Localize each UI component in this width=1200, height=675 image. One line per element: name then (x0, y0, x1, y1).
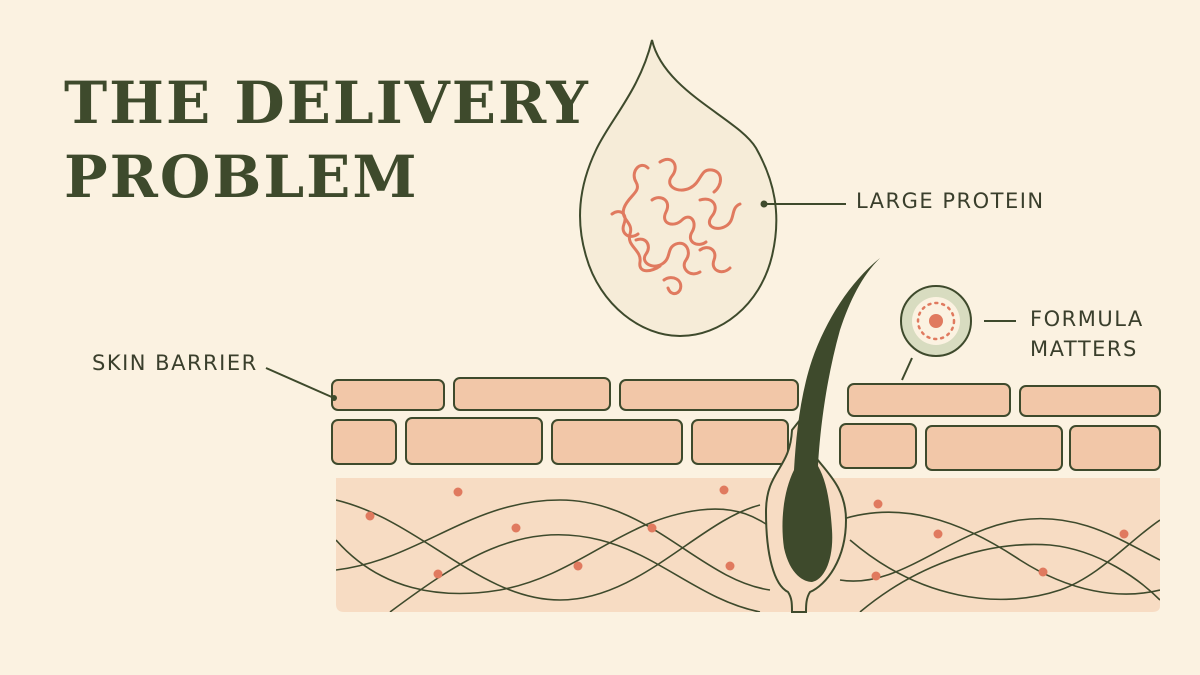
skin-cell (619, 379, 799, 411)
formula-label-line-2: MATTERS (1030, 337, 1138, 361)
skin-cell (1019, 385, 1161, 417)
skin-cell (691, 419, 789, 465)
page-title: THE DELIVERY PROBLEM (64, 66, 590, 214)
formula-matters-label: FORMULA MATTERS (1030, 304, 1144, 364)
dermis-cell-dot (725, 561, 735, 571)
skin-cell (847, 383, 1011, 417)
dermis-cell-dot (433, 569, 443, 579)
skin-barrier-label: SKIN BARRIER (92, 351, 258, 375)
skin-cell (331, 379, 445, 411)
dermis-cell-dot (1119, 529, 1129, 539)
skin-cell (839, 423, 917, 469)
dermis-cell-dot (573, 561, 583, 571)
skin-cell (551, 419, 683, 465)
dermis-cell-dot (719, 485, 729, 495)
dermis-cell-dot (933, 529, 943, 539)
dermis-cell-dot (1038, 567, 1048, 577)
hair-shaft (782, 258, 880, 582)
skin-cell (405, 417, 543, 465)
droplet (579, 39, 846, 338)
hair-follicle (764, 258, 880, 613)
title-line-1: THE DELIVERY (64, 69, 590, 137)
protein-squiggle (610, 157, 742, 296)
dermis-cell-dot (511, 523, 521, 533)
formula-label-line-1: FORMULA (1030, 307, 1144, 331)
dermis-layer (336, 478, 1160, 612)
skin-cell (1069, 425, 1161, 471)
dermis-cell-dot (871, 571, 881, 581)
dermis-cell-dot (873, 499, 883, 509)
skin-cell (453, 377, 611, 411)
title-line-2: PROBLEM (64, 143, 419, 211)
skin-cell (331, 419, 397, 465)
large-protein-label: LARGE PROTEIN (856, 189, 1045, 213)
collagen-fiber (336, 508, 776, 595)
collagen-fiber (839, 511, 1160, 595)
collagen-fiber (336, 499, 761, 601)
dermis-cell-dot (647, 523, 657, 533)
skin-barrier (331, 377, 1161, 471)
dermis-cell-dot (365, 511, 375, 521)
collagen-fiber (389, 533, 761, 612)
collagen-fiber (336, 499, 771, 591)
formula-badge (900, 285, 1016, 381)
dermis-cell-dot (453, 487, 463, 497)
skin-barrier-leader-line (265, 367, 335, 399)
collagen-fiber (859, 543, 1160, 612)
skin-cell (925, 425, 1063, 471)
collagen-fiber (839, 517, 1160, 582)
